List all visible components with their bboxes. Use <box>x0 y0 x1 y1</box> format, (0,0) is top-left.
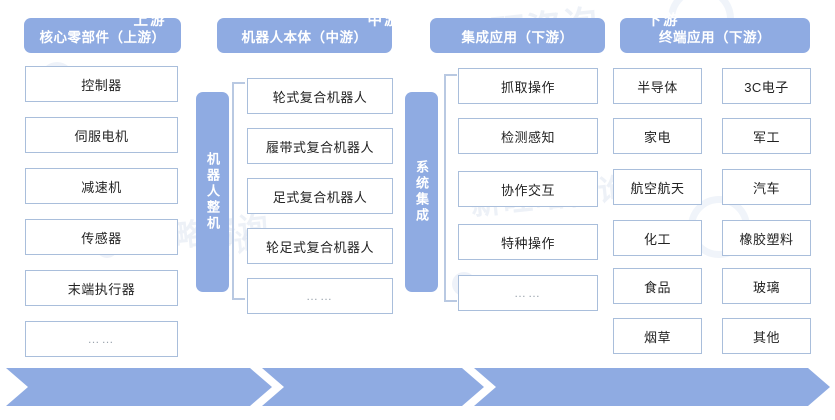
item-integration-1: 检测感知 <box>458 118 598 154</box>
item-label: 化工 <box>643 231 671 247</box>
item-label: 半导体 <box>637 79 678 95</box>
vbar-robot-whole-machine-label: 机器人整机 <box>205 152 220 232</box>
item-label: 橡胶塑料 <box>739 231 794 247</box>
item-label: 末端执行器 <box>67 281 136 297</box>
item-midstream-0: 轮式复合机器人 <box>247 78 393 114</box>
item-midstream-3: 轮足式复合机器人 <box>247 228 393 264</box>
item-label: 3C电子 <box>744 79 789 95</box>
vbar-system-integration: 系统集成 <box>405 92 438 292</box>
item-label: 轮足式复合机器人 <box>265 239 374 255</box>
band-upstream-text: 上游 <box>133 12 167 29</box>
item-label: 控制器 <box>81 77 122 93</box>
item-label: 家电 <box>643 129 671 145</box>
item-terminal-right-5: 其他 <box>722 318 811 354</box>
item-upstream-0: 控制器 <box>25 66 178 102</box>
bracket-midstream <box>232 82 245 300</box>
band-label-upstream: 上游 <box>28 0 272 38</box>
band-segment-downstream <box>474 368 830 406</box>
item-label: 减速机 <box>81 179 122 195</box>
item-integration-4: …… <box>458 275 598 311</box>
vbar-system-integration-label: 系统集成 <box>414 160 429 224</box>
item-upstream-4: 末端执行器 <box>25 270 178 306</box>
band-label-downstream: 下游 <box>496 0 830 38</box>
band-downstream-text: 下游 <box>646 12 680 29</box>
header-midstream-label: 机器人本体（中游） <box>241 29 368 45</box>
vbar-robot-whole-machine: 机器人整机 <box>196 92 229 292</box>
item-label: 特种操作 <box>500 235 555 251</box>
item-label: 检测感知 <box>500 129 555 145</box>
header-midstream: 机器人本体（中游） <box>217 18 392 53</box>
item-terminal-left-4: 食品 <box>613 268 702 304</box>
item-upstream-2: 减速机 <box>25 168 178 204</box>
item-label: …… <box>87 332 116 346</box>
item-terminal-right-2: 汽车 <box>722 169 811 205</box>
item-label: 其他 <box>752 329 780 345</box>
band-segment-upstream <box>6 368 272 406</box>
item-label: 协作交互 <box>500 182 555 198</box>
item-terminal-right-4: 玻璃 <box>722 268 811 304</box>
item-label: …… <box>306 289 334 303</box>
item-label: 足式复合机器人 <box>272 189 368 205</box>
item-terminal-right-3: 橡胶塑料 <box>722 220 811 256</box>
band-segment-midstream <box>262 368 484 406</box>
item-terminal-left-5: 烟草 <box>613 318 702 354</box>
header-terminal: 终端应用（下游） <box>620 18 810 53</box>
item-upstream-5: …… <box>25 321 178 357</box>
band-label-midstream: 中游 <box>284 0 484 38</box>
item-terminal-left-2: 航空航天 <box>613 169 702 205</box>
item-integration-2: 协作交互 <box>458 171 598 207</box>
header-integration-label: 集成应用（下游） <box>461 29 574 45</box>
value-chain-band <box>0 368 835 406</box>
item-label: 传感器 <box>81 230 122 246</box>
header-integration: 集成应用（下游） <box>430 18 605 53</box>
item-midstream-4: …… <box>247 278 393 314</box>
item-label: 履带式复合机器人 <box>265 139 374 155</box>
item-label: 玻璃 <box>752 279 780 295</box>
item-terminal-left-0: 半导体 <box>613 68 702 104</box>
item-integration-0: 抓取操作 <box>458 68 598 104</box>
header-upstream-label: 核心零部件（上游） <box>39 29 166 45</box>
header-upstream: 核心零部件（上游） <box>24 18 181 53</box>
item-upstream-3: 传感器 <box>25 219 178 255</box>
header-terminal-label: 终端应用（下游） <box>659 29 771 45</box>
item-terminal-left-3: 化工 <box>613 220 702 256</box>
item-label: 伺服电机 <box>74 128 129 144</box>
item-label: 轮式复合机器人 <box>272 89 368 105</box>
item-terminal-right-0: 3C电子 <box>722 68 811 104</box>
item-label: 食品 <box>643 279 671 295</box>
bracket-integration <box>444 74 457 302</box>
band-midstream-text: 中游 <box>367 12 401 29</box>
item-label: 航空航天 <box>630 180 685 196</box>
item-label: 抓取操作 <box>500 79 555 95</box>
item-terminal-right-1: 军工 <box>722 118 811 154</box>
item-midstream-2: 足式复合机器人 <box>247 178 393 214</box>
item-label: …… <box>514 286 542 300</box>
item-label: 军工 <box>752 129 780 145</box>
item-label: 烟草 <box>643 329 671 345</box>
item-terminal-left-1: 家电 <box>613 118 702 154</box>
item-midstream-1: 履带式复合机器人 <box>247 128 393 164</box>
item-integration-3: 特种操作 <box>458 224 598 260</box>
item-upstream-1: 伺服电机 <box>25 117 178 153</box>
item-label: 汽车 <box>752 180 780 196</box>
